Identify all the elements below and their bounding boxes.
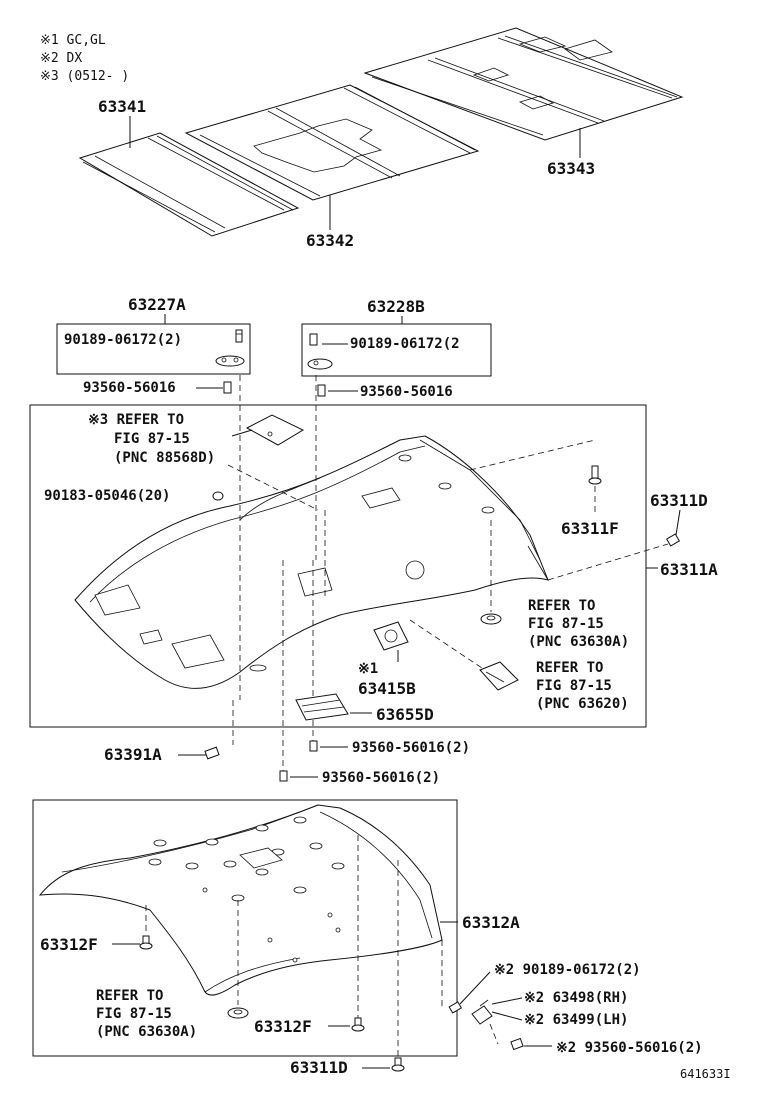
label-refer1-line1: ※3 REFER TO xyxy=(88,412,184,428)
label-63311D-bottom: 63311D xyxy=(290,1058,348,1077)
note-dx: ※2 DX xyxy=(40,51,82,66)
roof-headliner-63311A[interactable] xyxy=(74,435,549,689)
frame-headliner-upper xyxy=(29,404,647,728)
label-refer3-line2: FIG 87-15 xyxy=(536,678,612,694)
bolt-icon xyxy=(448,1001,463,1014)
label-63391A: 63391A xyxy=(104,745,162,764)
label-63341: 63341 xyxy=(98,97,146,116)
pad-63655D-icon xyxy=(295,693,349,721)
label-63343: 63343 xyxy=(547,159,595,178)
label-63498: ※2 63498(RH) xyxy=(524,990,628,1006)
label-63312A: 63312A xyxy=(462,913,520,932)
label-63312F-left: 63312F xyxy=(40,935,98,954)
pad-63343[interactable] xyxy=(363,27,684,141)
label-63227A: 63227A xyxy=(128,295,186,314)
handle-63620-icon xyxy=(479,661,519,691)
label-kit-clip-left: 93560-56016 xyxy=(83,380,176,396)
screw-63311F-icon xyxy=(588,465,602,485)
label-refer2-line2: FIG 87-15 xyxy=(528,616,604,632)
clip-icon xyxy=(279,770,288,782)
label-63415B: 63415B xyxy=(358,679,416,698)
label-refer4-line3: (PNC 63630A) xyxy=(96,1024,197,1040)
pad-63341[interactable] xyxy=(78,132,300,237)
frame-headliner-lower xyxy=(32,799,458,1057)
figure-id: 641633I xyxy=(680,1067,731,1081)
label-63499: ※2 63499(LH) xyxy=(524,1012,628,1028)
label-refer4-line1: REFER TO xyxy=(96,988,163,1004)
label-kit-clip-right: 93560-56016 xyxy=(360,384,453,400)
label-refer3-line1: REFER TO xyxy=(536,660,603,676)
screw-63311D-icon xyxy=(665,533,681,547)
bolt-icon xyxy=(235,329,243,343)
label-kit-bolt-left: 90189-06172(2) xyxy=(64,332,182,348)
label-kit-bolt-right: 90189-06172(2 xyxy=(350,336,460,352)
lamp-base-63415B-icon xyxy=(373,621,409,651)
label-refer2-line1: REFER TO xyxy=(528,598,595,614)
clip-63312F-icon xyxy=(139,935,153,950)
label-refer4-line2: FIG 87-15 xyxy=(96,1006,172,1022)
roof-headliner-63312A[interactable] xyxy=(38,804,443,996)
clip-63630A-icon xyxy=(227,1007,249,1019)
label-63415B-note: ※1 xyxy=(358,661,378,677)
label-refer2-line3: (PNC 63630A) xyxy=(528,634,629,650)
label-63312F-mid: 63312F xyxy=(254,1017,312,1036)
clip-63630A-icon xyxy=(480,613,502,625)
pad-63342[interactable] xyxy=(184,84,480,201)
label-clip-mid2: 93560-56016(2) xyxy=(322,770,440,786)
clip-icon xyxy=(212,491,224,501)
label-63311F: 63311F xyxy=(561,519,619,538)
clip-icon xyxy=(510,1037,524,1051)
note-gc-gl: ※1 GC,GL xyxy=(40,33,106,48)
screw-63311D-icon xyxy=(391,1057,405,1072)
label-90183: 90183-05046(20) xyxy=(44,488,170,504)
label-refer3-line3: (PNC 63620) xyxy=(536,696,629,712)
label-refer1-line2: FIG 87-15 xyxy=(114,431,190,447)
label-bolt-bottom: ※2 90189-06172(2) xyxy=(494,962,641,978)
retainer-icon xyxy=(471,999,493,1025)
label-63311A: 63311A xyxy=(660,560,718,579)
kit-box-63228B xyxy=(301,323,492,377)
clip-icon xyxy=(309,740,318,752)
kit-box-63227A xyxy=(56,323,251,375)
label-clip-bottom: ※2 93560-56016(2) xyxy=(556,1040,703,1056)
bracket-icon xyxy=(307,358,333,370)
label-clip-mid1: 93560-56016(2) xyxy=(352,740,470,756)
note-date: ※3 (0512- ) xyxy=(40,69,129,84)
screw-63391A-icon xyxy=(204,746,220,760)
label-63228B: 63228B xyxy=(367,297,425,316)
bolt-icon xyxy=(309,333,318,346)
label-63342: 63342 xyxy=(306,231,354,250)
clip-63312F-icon xyxy=(351,1017,365,1032)
roof-silencer-pads xyxy=(78,27,684,237)
bracket-icon xyxy=(215,355,245,367)
clip-icon xyxy=(223,381,232,394)
label-63311D-top: 63311D xyxy=(650,491,708,510)
clip-icon xyxy=(317,384,326,397)
cover-plate-icon xyxy=(245,414,305,446)
label-63655D: 63655D xyxy=(376,705,434,724)
label-refer1-line3: (PNC 88568D) xyxy=(114,450,215,466)
